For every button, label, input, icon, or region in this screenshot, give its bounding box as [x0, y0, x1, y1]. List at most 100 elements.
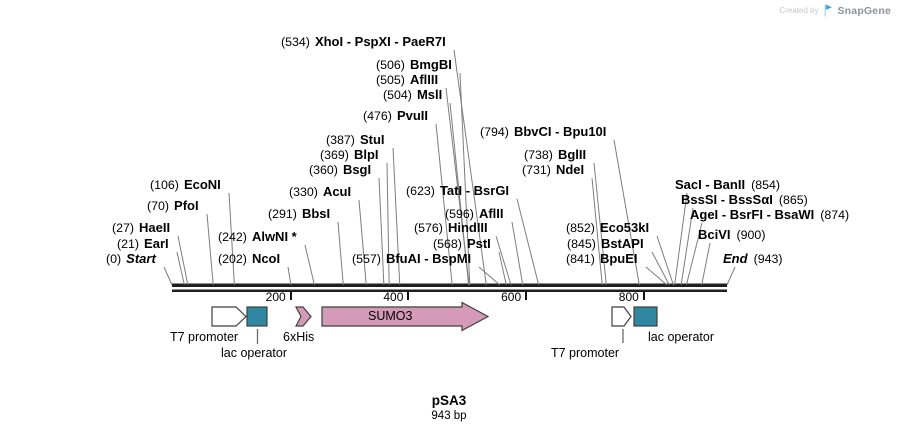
site-connector-line	[651, 251, 670, 286]
site-position: (330)	[289, 185, 318, 199]
restriction-site-label[interactable]: (504)MslI	[383, 88, 442, 103]
site-connector-line	[656, 235, 674, 286]
site-position: (568)	[433, 237, 462, 251]
feature-promoter[interactable]	[211, 306, 247, 327]
restriction-site-label[interactable]: (360)BsgI	[309, 163, 371, 178]
site-connector-line	[453, 49, 487, 286]
snapgene-credit: Created by SnapGene	[779, 4, 891, 17]
site-position: (291)	[268, 207, 297, 221]
site-position: (731)	[522, 163, 551, 177]
site-enzyme-name: TatI - BsrGI	[439, 183, 510, 198]
site-enzyme-name: BlpI	[353, 147, 379, 162]
feature-label-promoter[interactable]: T7 promoter	[170, 330, 239, 344]
restriction-site-label[interactable]: (623) TatI - BsrGI	[406, 183, 510, 199]
site-connector-line	[495, 235, 512, 286]
restriction-site-label[interactable]: (106)EcoNI	[150, 178, 221, 193]
feature-cds[interactable]	[321, 301, 490, 332]
restriction-site-label[interactable]: (27)HaeII	[112, 220, 171, 236]
site-position: (900)	[736, 228, 766, 242]
site-connector-line	[645, 266, 668, 286]
restriction-site-label[interactable]: SacI - BanII(854)	[675, 178, 780, 193]
site-enzyme-name: AcuI	[322, 184, 352, 199]
site-connector-line	[176, 251, 185, 286]
restriction-site-label[interactable]: (369)BlpI	[320, 147, 379, 163]
site-enzyme-name: XhoI - PspXI - PaeR7I	[314, 34, 446, 49]
site-position: (852)	[566, 221, 595, 235]
site-position: (70)	[147, 199, 170, 213]
site-position: (623)	[406, 184, 435, 198]
site-position: (106)	[150, 178, 179, 192]
restriction-site-label[interactable]: (794)BbvCI - Bpu10I	[480, 125, 606, 140]
restriction-site-label[interactable]: (476)PvuII	[363, 108, 429, 124]
restriction-site-label[interactable]: (202)NcoI	[218, 252, 280, 267]
ruler-tick-label: 800	[618, 290, 639, 304]
restriction-site-label[interactable]: (852)Eco53kI	[566, 221, 649, 236]
restriction-site-label[interactable]: (534)XhoI - PspXI - PaeR7I	[281, 34, 446, 50]
ruler-tick-mark	[289, 292, 292, 300]
restriction-site-label[interactable]: End(943)	[723, 252, 783, 267]
feature-label-operator[interactable]: lac operator	[221, 346, 288, 360]
feature-label-operator[interactable]: lac operator	[648, 330, 715, 344]
feature-label-tag[interactable]: 6xHis	[283, 330, 315, 344]
site-position: (596)	[445, 207, 474, 221]
feature-tag[interactable]	[295, 306, 312, 327]
site-enzyme-name: AgeI - BsrFI - BsaWI	[690, 207, 815, 222]
site-connector-line	[478, 266, 501, 286]
site-position: (387)	[326, 133, 355, 147]
site-connector-line	[435, 123, 453, 286]
feature-operator[interactable]	[633, 306, 658, 327]
restriction-site-label[interactable]: (242)AlwNI *	[218, 229, 297, 245]
site-connector-line	[593, 162, 607, 286]
restriction-site-label[interactable]: (0)Start	[106, 252, 156, 267]
restriction-site-label[interactable]: BciVI (900)	[698, 227, 766, 243]
plasmid-name: pSA3	[431, 393, 467, 408]
site-enzyme-name: HaeII	[139, 220, 171, 235]
site-enzyme-name: BssSI - BssSαI	[681, 192, 773, 207]
site-enzyme-name: AlwNI *	[251, 229, 297, 244]
site-connector-line	[206, 213, 214, 286]
restriction-site-label[interactable]: (596)AflII	[445, 207, 504, 222]
restriction-site-label[interactable]: BssSI - BssSαI(865)	[681, 192, 808, 208]
ruler-tick-mark	[407, 292, 410, 300]
site-connector-line	[445, 87, 470, 286]
restriction-site-label[interactable]: (738)BglII	[524, 147, 587, 163]
restriction-site-label[interactable]: (845) BstAPI	[567, 236, 644, 252]
restriction-site-label[interactable]: (731)NdeI	[522, 163, 584, 178]
site-enzyme-name: PvuII	[396, 108, 429, 123]
plasmid-title-block: pSA3 943 bp	[0, 393, 898, 423]
restriction-site-label[interactable]: (841)BpuEI	[566, 252, 638, 267]
site-enzyme-name: BglII	[557, 147, 587, 162]
restriction-site-label[interactable]: (506)BmgBI	[376, 58, 452, 73]
restriction-site-label[interactable]: (291)BbsI	[268, 207, 330, 222]
site-connector-line	[304, 244, 315, 286]
ruler-tick-label: 600	[501, 290, 522, 304]
restriction-site-label[interactable]: (557)BfuAI - BspMI	[352, 252, 471, 267]
restriction-site-label[interactable]: AgeI - BsrFI - BsaWI(874)	[690, 207, 849, 223]
site-position: (21)	[117, 237, 140, 251]
restriction-site-label[interactable]: (330) AcuI	[289, 184, 352, 200]
site-connector-line	[674, 192, 688, 286]
site-connector-line	[613, 139, 640, 286]
site-connector-line	[701, 242, 711, 286]
site-connector-line	[287, 266, 292, 286]
feature-label-cds[interactable]: SUMO3	[368, 309, 413, 323]
restriction-site-label[interactable]: (70) PfoI	[147, 198, 199, 214]
site-position: (506)	[376, 58, 405, 72]
site-enzyme-name: PfoI	[174, 198, 199, 213]
restriction-site-label[interactable]: (505)AflIII	[376, 73, 438, 88]
feature-label-promoter[interactable]: T7 promoter	[551, 346, 620, 360]
restriction-site-label[interactable]: (21)EarI	[117, 237, 169, 252]
site-connector-line	[680, 207, 694, 286]
snapgene-brand-text: SnapGene	[837, 4, 891, 17]
restriction-site-label[interactable]: (387)StuI	[326, 133, 385, 148]
feature-promoter[interactable]	[611, 306, 632, 327]
feature-operator[interactable]	[246, 306, 268, 327]
site-position: (943)	[753, 252, 783, 266]
restriction-site-label[interactable]: (568)PstI	[433, 237, 491, 252]
site-enzyme-name: BstAPI	[600, 236, 644, 251]
restriction-site-label[interactable]: (576)HindIII	[414, 221, 488, 236]
sequence-line-bottom	[172, 289, 727, 292]
site-enzyme-name: BciVI	[698, 227, 731, 242]
site-position: (845)	[567, 237, 596, 251]
ruler-tick-label: 400	[383, 290, 404, 304]
